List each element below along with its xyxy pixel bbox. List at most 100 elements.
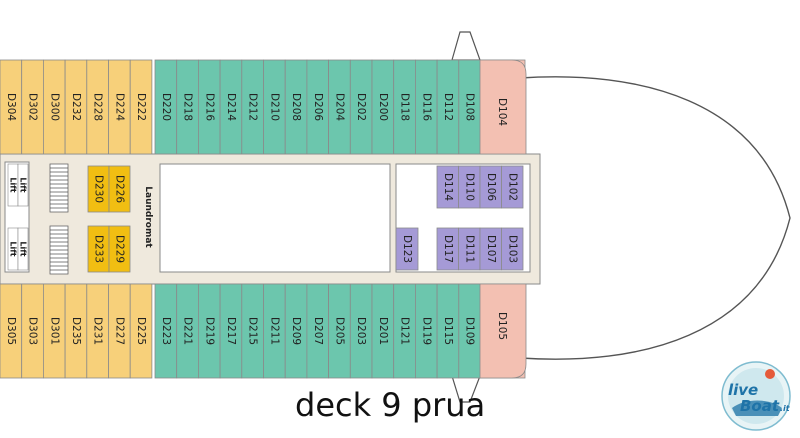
bow-cabin-shape — [479, 59, 527, 155]
cabin-box — [129, 283, 153, 379]
cabin-d226: D226 — [108, 165, 131, 213]
cabin-label: D211 — [268, 317, 280, 345]
lift-shaft — [17, 227, 29, 271]
cabin-label: D123 — [401, 235, 413, 263]
cabin-label: D207 — [312, 317, 324, 345]
cabin-label: D111 — [463, 235, 475, 263]
cabin-label: D215 — [247, 317, 259, 345]
cabin-label: D210 — [268, 93, 280, 121]
cabin-label: D300 — [48, 93, 60, 121]
cabin-label: D108 — [464, 93, 476, 121]
cabin-d304: D304 — [0, 59, 23, 155]
cabin-label: D112 — [442, 93, 454, 121]
cabin-label: D303 — [27, 317, 39, 345]
cabin-box — [108, 225, 131, 273]
cabin-label: D202 — [355, 93, 367, 121]
cabin-d204: D204 — [328, 59, 351, 155]
cabin-d202: D202 — [349, 59, 373, 155]
cabin-d118: D118 — [393, 59, 416, 155]
cabin-d222: D222 — [129, 59, 153, 155]
cabin-d115: D115 — [436, 283, 460, 379]
cabin-label: D216 — [203, 93, 215, 121]
cabin-box — [501, 165, 524, 209]
cabin-label: D107 — [485, 235, 497, 263]
cabin-label: D222 — [135, 93, 147, 121]
cabin-d107: D107 — [479, 227, 502, 271]
cabin-label: D102 — [506, 173, 518, 201]
cabin-d229: D229 — [108, 225, 131, 273]
cabin-label: D301 — [48, 317, 60, 345]
cabin-d211: D211 — [263, 283, 286, 379]
cabin-label: D217 — [225, 317, 237, 345]
cabin-d207: D207 — [306, 283, 329, 379]
cabin-label: D214 — [225, 93, 237, 121]
cabin-label: D232 — [70, 93, 82, 121]
deck-caption: deck 9 prua — [295, 386, 485, 424]
cabin-d228: D228 — [86, 59, 109, 155]
cabin-d233: D233 — [87, 225, 110, 273]
cabin-label: D203 — [355, 317, 367, 345]
cabin-label: D200 — [377, 93, 389, 121]
cabin-d203: D203 — [349, 283, 373, 379]
cabin-d302: D302 — [21, 59, 44, 155]
cabin-label: D220 — [160, 93, 172, 121]
cabin-d300: D300 — [43, 59, 66, 155]
cabin-d205: D205 — [328, 283, 351, 379]
cabin-label: D206 — [312, 93, 324, 121]
cabin-d223: D223 — [154, 283, 178, 379]
cabin-d225: D225 — [129, 283, 153, 379]
cabin-label: D235 — [70, 317, 82, 345]
cabin-box — [501, 227, 524, 271]
cabin-box — [108, 165, 131, 213]
cabin-label: D115 — [442, 317, 454, 345]
cabin-d220: D220 — [154, 59, 178, 155]
logo-top-text: live — [728, 381, 758, 399]
hull-bow-outline — [519, 76, 791, 360]
stairs-top — [49, 163, 69, 213]
cabin-d117: D117 — [436, 227, 459, 271]
cabin-d209: D209 — [284, 283, 308, 379]
cabin-box — [395, 227, 419, 271]
cabin-d232: D232 — [64, 59, 88, 155]
cabin-label: D208 — [290, 93, 302, 121]
cabin-d216: D216 — [197, 59, 221, 155]
cabin-label: D231 — [92, 317, 104, 345]
cabin-d215: D215 — [241, 283, 264, 379]
cabin-d123: D123 — [395, 227, 419, 271]
stairs-bottom — [49, 225, 69, 275]
logo-bottom-text: Boat — [740, 397, 780, 415]
cabin-label: D228 — [92, 93, 104, 121]
lift-label: Lift — [9, 241, 18, 256]
logo-suffix-text: .it — [780, 404, 791, 413]
cabin-d210: D210 — [263, 59, 286, 155]
cabin-d231: D231 — [86, 283, 109, 379]
cabin-d230: D230 — [87, 165, 110, 213]
lift-shaft — [17, 163, 29, 207]
cabin-d224: D224 — [108, 59, 131, 155]
cabin-label: D226 — [114, 175, 126, 203]
cabin-label: D219 — [203, 317, 215, 345]
cabin-label: D304 — [5, 93, 17, 121]
cabin-d219: D219 — [197, 283, 221, 379]
cabin-d109: D109 — [458, 283, 481, 379]
lift-label: Lift — [19, 241, 28, 256]
cabin-d112: D112 — [436, 59, 460, 155]
cabin-d208: D208 — [284, 59, 308, 155]
cabin-d114: D114 — [436, 165, 459, 209]
cabin-label: D201 — [377, 317, 389, 345]
liveboat-logo: live Boat .it — [721, 361, 791, 431]
cabin-d305: D305 — [0, 283, 23, 379]
cabin-d217: D217 — [219, 283, 243, 379]
cabin-d103: D103 — [501, 227, 524, 271]
cabin-label: D114 — [442, 173, 454, 201]
cabin-label: D104 — [496, 98, 508, 126]
cabin-d110: D110 — [458, 165, 481, 209]
cabin-label: D110 — [463, 173, 475, 201]
cabin-label: D230 — [93, 175, 105, 203]
cabin-label: D109 — [464, 317, 476, 345]
cabin-d214: D214 — [219, 59, 243, 155]
cabin-label: D212 — [247, 93, 259, 121]
